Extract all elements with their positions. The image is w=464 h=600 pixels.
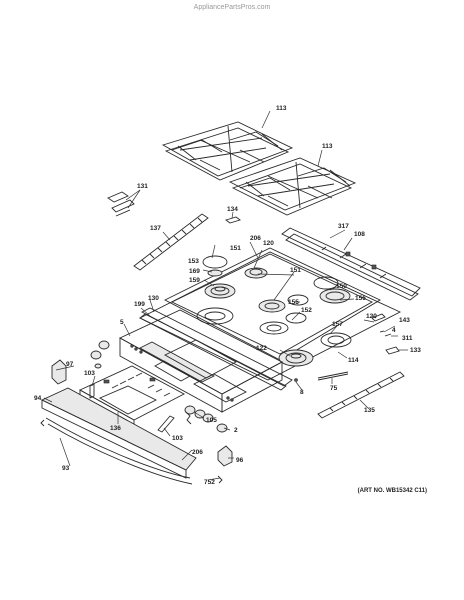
- callout-206a: 206: [250, 235, 261, 242]
- burner-front-center: [278, 349, 314, 367]
- burner-cap-150: [313, 276, 339, 290]
- screw-8: [294, 378, 298, 382]
- callout-93: 93: [62, 465, 70, 472]
- side-trim-135: [317, 371, 405, 419]
- spring-105: [185, 411, 192, 425]
- knobs-right: [184, 405, 228, 433]
- callout-157: 157: [332, 321, 343, 328]
- bracket-143: [371, 313, 386, 322]
- screw-311: [384, 333, 392, 337]
- clip-133: [385, 346, 400, 355]
- art-number: (ART NO. WB15342 C11): [358, 488, 427, 494]
- clip-134: [225, 216, 241, 224]
- side-rail-137: [133, 213, 209, 271]
- callout-108: 108: [354, 231, 365, 238]
- callout-113b: 113: [322, 143, 333, 150]
- bracket-96: [217, 445, 233, 467]
- burner-head-169: [207, 269, 223, 277]
- burner-center: [258, 299, 286, 313]
- callout-137: 137: [150, 225, 161, 232]
- control-panel-5: [119, 309, 283, 413]
- burner-grate-right: [228, 157, 357, 216]
- callout-labels: 113 113 131 134 137 317 108 206 120 151 …: [34, 105, 421, 486]
- callout-103a: 103: [84, 370, 95, 377]
- callout-120a: 120: [263, 240, 274, 247]
- bracket-131: [107, 191, 135, 217]
- callout-8: 8: [300, 389, 304, 396]
- rod-75: [317, 371, 349, 381]
- callout-96: 96: [236, 457, 244, 464]
- callout-752: 752: [204, 479, 215, 486]
- burner-center-right: [259, 321, 289, 335]
- callout-169: 169: [189, 268, 200, 275]
- callout-113a: 113: [276, 105, 287, 112]
- callout-120b: 120: [366, 313, 377, 320]
- leader-lines: [43, 241, 408, 481]
- control-frame-130: [139, 307, 293, 391]
- bracket-103-right: [157, 415, 175, 433]
- callout-199: 199: [134, 301, 145, 308]
- burner-right-front: [320, 332, 352, 348]
- burner-cap-153: [202, 255, 228, 269]
- callout-155: 155: [288, 299, 299, 306]
- watermark-text: AppliancePartsPros.com: [194, 4, 271, 11]
- callout-143: 143: [399, 317, 410, 324]
- callout-153: 153: [188, 258, 199, 265]
- trim-strip-93: [40, 417, 193, 485]
- screw-752: [217, 475, 223, 484]
- callout-2: 2: [234, 427, 238, 434]
- screw-4: [379, 330, 385, 333]
- burner-left-front: [196, 307, 234, 325]
- callout-317: 317: [338, 223, 349, 230]
- callout-150: 150: [336, 283, 347, 290]
- callout-5: 5: [120, 319, 124, 326]
- callout-151a: 151: [230, 245, 241, 252]
- callout-159: 159: [189, 277, 200, 284]
- callout-114: 114: [348, 357, 359, 364]
- callout-133: 133: [410, 347, 421, 354]
- callout-131: 131: [137, 183, 148, 190]
- callout-4: 4: [392, 327, 396, 334]
- callout-103b: 103: [172, 435, 183, 442]
- bracket-97: [51, 359, 67, 385]
- callout-97: 97: [66, 361, 74, 368]
- burner-rear-center: [244, 267, 268, 279]
- burner-left-rear: [204, 283, 236, 299]
- callout-206b: 206: [192, 449, 203, 456]
- callout-130: 130: [148, 295, 159, 302]
- callout-156: 156: [355, 295, 366, 302]
- callout-75: 75: [330, 385, 338, 392]
- callout-151b: 151: [290, 267, 301, 274]
- callout-135: 135: [364, 407, 375, 414]
- callout-311: 311: [402, 335, 413, 342]
- burner-cap-155: [287, 294, 309, 306]
- callout-152: 152: [301, 307, 312, 314]
- manifold-317: [281, 227, 421, 301]
- callout-122: 122: [256, 345, 267, 352]
- burner-cap-152: [285, 312, 307, 324]
- callout-134: 134: [227, 206, 238, 213]
- burner-grate-left: [161, 121, 294, 181]
- callout-136: 136: [110, 425, 121, 432]
- callout-94: 94: [34, 395, 42, 402]
- callout-105: 105: [206, 417, 217, 424]
- knobs-left: [90, 340, 110, 369]
- cooktop-panel: [138, 247, 402, 381]
- front-trim-94: [40, 387, 197, 479]
- burner-right-rear: [319, 288, 351, 304]
